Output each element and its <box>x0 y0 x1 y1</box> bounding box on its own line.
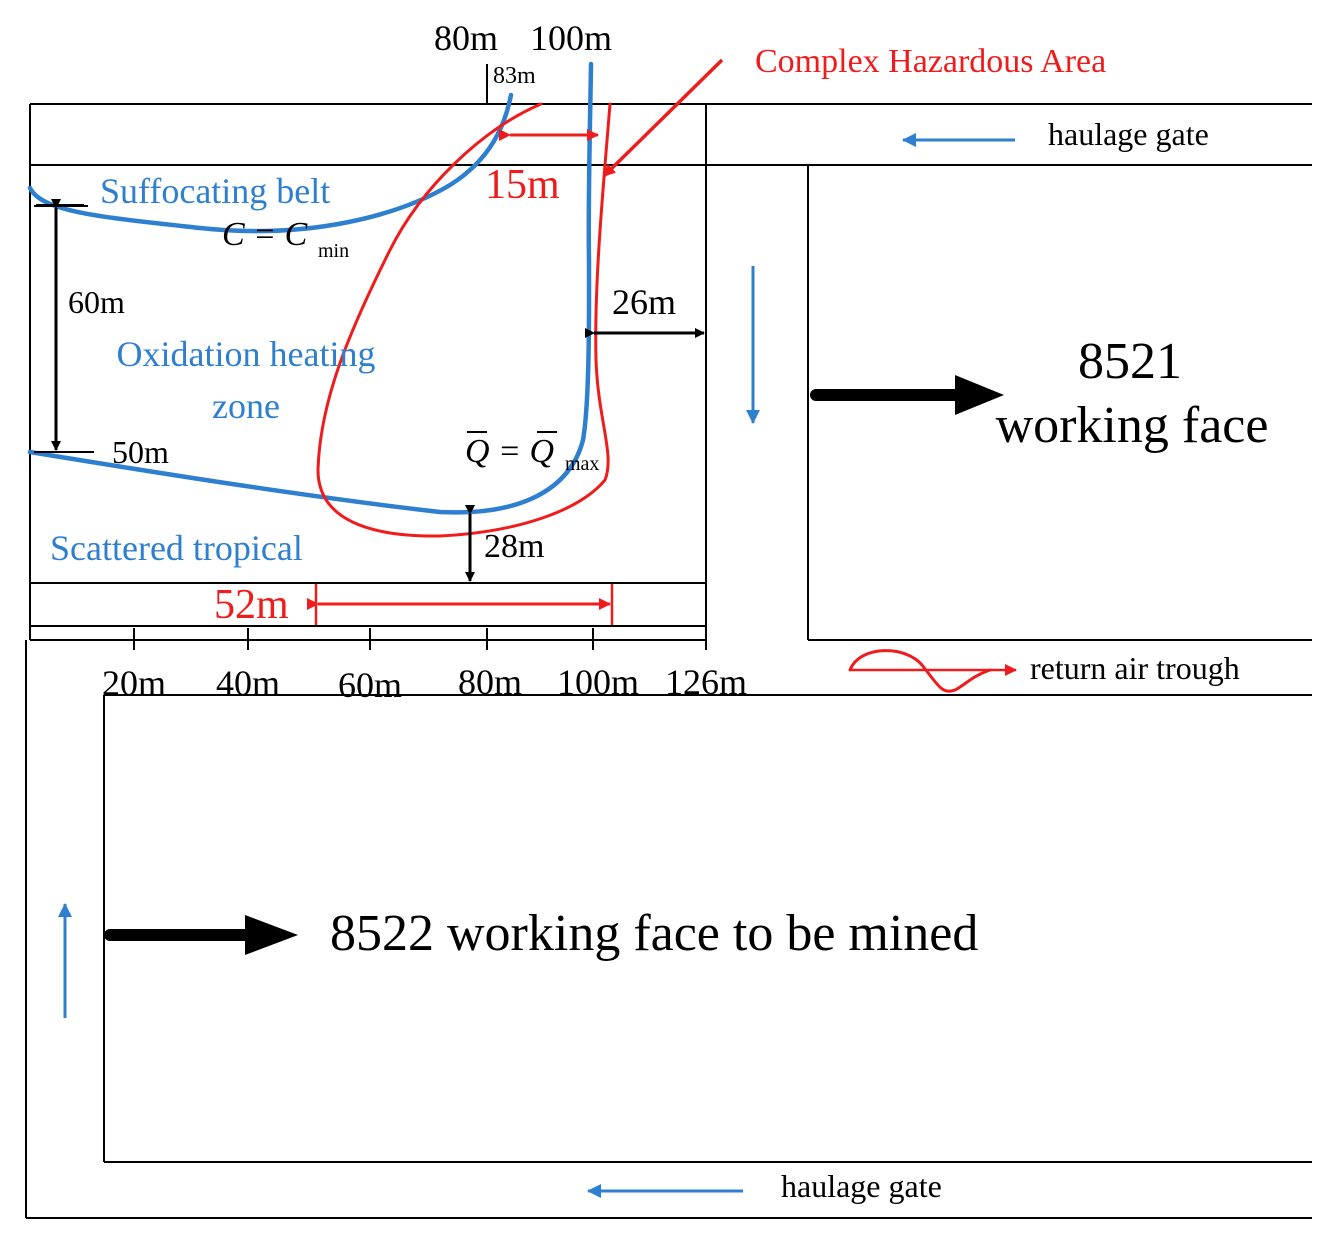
scattered-zone-boundary <box>27 61 594 515</box>
tick-label-40m: 40m <box>216 663 280 703</box>
tick-label-20m: 20m <box>102 663 166 703</box>
scattered-zone-label: Scattered tropical <box>50 528 303 568</box>
oxidation-zone-label-line1: Oxidation heating <box>117 334 376 374</box>
face-8521-label: working face <box>996 397 1269 454</box>
c-min-subscript: min <box>318 240 349 262</box>
tick-label-80m: 80m <box>458 662 522 702</box>
oxidation-zone-label-line2: zone <box>212 386 280 426</box>
mine-layout <box>25 64 1312 1219</box>
tick-label-100m: 100m <box>557 662 639 702</box>
complex-area-pointer-arrow <box>602 58 724 178</box>
dim-52m-label: 52m <box>214 582 289 628</box>
face-8522-advance-arrow <box>104 915 298 955</box>
dim-28m-label: 28m <box>484 528 544 565</box>
complex-hazardous-area-label: Complex Hazardous Area <box>755 43 1106 80</box>
dimension-52m: 52m <box>214 582 614 628</box>
suffocating-belt-label: Suffocating belt <box>100 171 330 211</box>
dimension-15m: 15m <box>485 129 599 208</box>
dimension-28m: 28m <box>465 505 544 582</box>
advance-arrow-8522-head <box>245 915 298 955</box>
return-air-trough-symbol <box>848 649 1017 693</box>
advance-arrow-8521-head <box>955 375 1004 415</box>
face-8522-label: 8522 working face to be mined <box>330 905 978 962</box>
return-air-wave <box>848 649 992 693</box>
c-min-text: C = C <box>222 216 308 253</box>
c-min-formula: C = C min <box>222 216 349 262</box>
dimension-60m: 60m <box>34 199 125 453</box>
face-8521-advance-arrow <box>810 375 1004 415</box>
label-83m: 83m <box>493 63 536 89</box>
zone-curves <box>27 61 612 538</box>
dimension-26m: 26m <box>585 282 705 338</box>
dim-60m-label: 60m <box>68 284 125 320</box>
q-max-formula: Q = Q max <box>465 431 599 475</box>
dim-26m-label: 26m <box>612 282 676 322</box>
haulage-gate-top-label: haulage gate <box>1048 116 1209 152</box>
dim-50m-label: 50m <box>112 434 169 470</box>
dim-15m-label: 15m <box>485 162 560 208</box>
haulage-gate-bottom-label: haulage gate <box>781 1168 942 1204</box>
label-80m-top: 80m <box>434 18 498 58</box>
return-air-trough-label: return air trough <box>1030 650 1240 686</box>
distance-axis: 20m 40m 60m 80m 100m 126m <box>102 628 747 705</box>
q-max-subscript: max <box>565 453 599 475</box>
label-100m-top: 100m <box>530 18 612 58</box>
tick-label-126m: 126m <box>665 662 747 702</box>
tick-label-60m: 60m <box>338 665 402 705</box>
complex-hazardous-area-boundary <box>316 102 612 538</box>
q-max-text: Q = Q <box>465 433 554 470</box>
face-8521-number: 8521 <box>1078 333 1182 390</box>
suffocating-belt-boundary <box>27 92 514 234</box>
